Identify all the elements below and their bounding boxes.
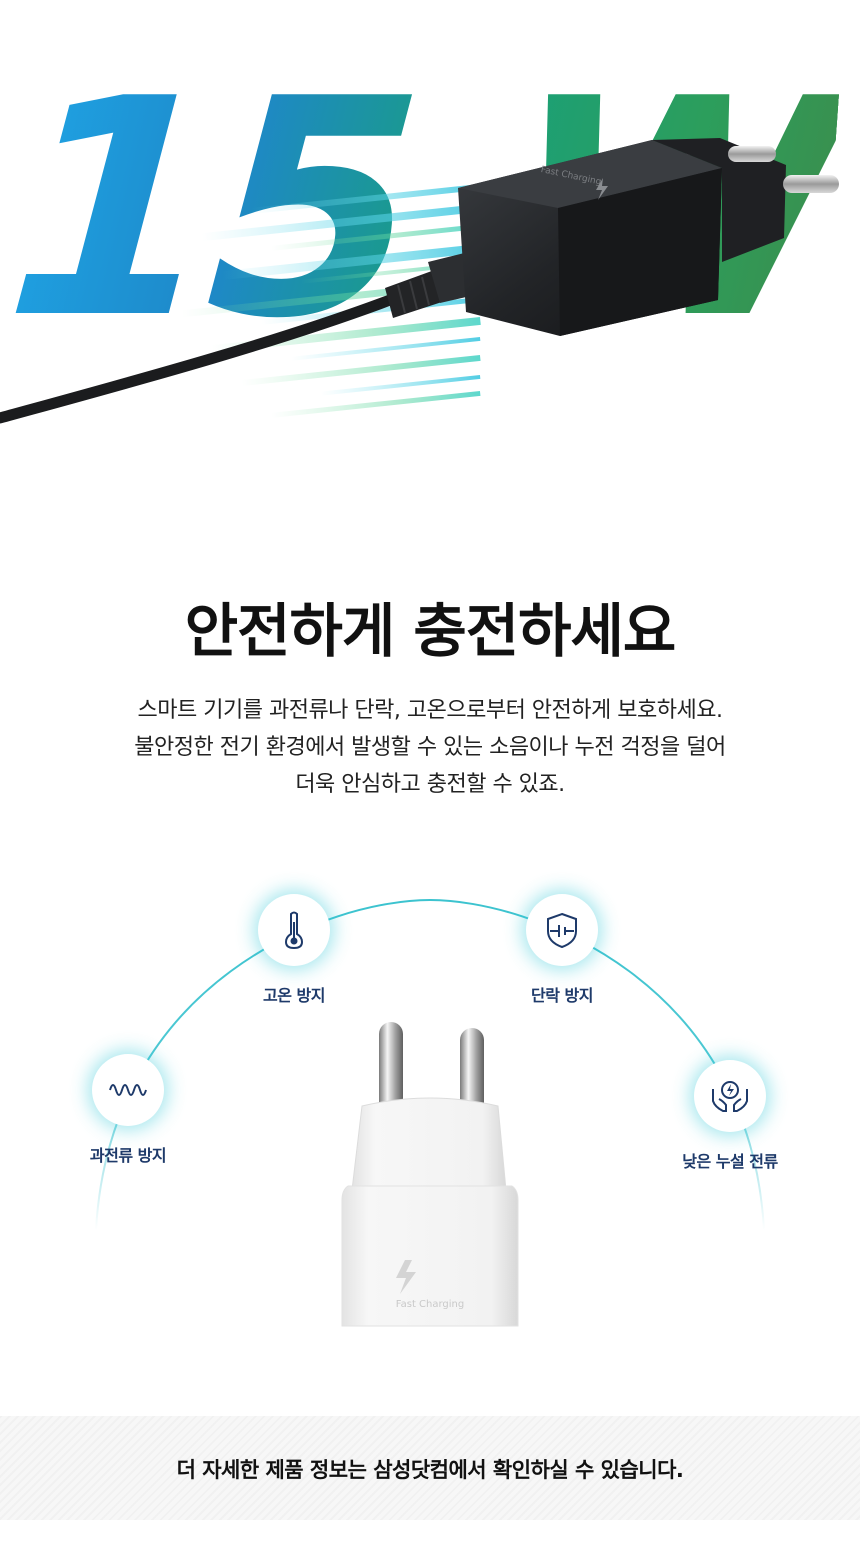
- feature-low-leakage-current: 낮은 누설 전류: [650, 1060, 810, 1172]
- black-charger-with-cable: Fast Charging: [0, 138, 839, 424]
- icon-circle: [258, 894, 330, 966]
- feature-overcurrent: 과전류 방지: [48, 1054, 208, 1166]
- bolt-icon: [396, 1260, 416, 1294]
- description-line: 스마트 기기를 과전류나 단락, 고온으로부터 안전하게 보호하세요.: [137, 698, 723, 723]
- hero-banner: 15 W: [0, 0, 860, 470]
- icon-circle: [526, 894, 598, 966]
- footer-banner: 더 자세한 제품 정보는 삼성닷컴에서 확인하실 수 있습니다.: [0, 1416, 860, 1520]
- feature-label: 고온 방지: [263, 986, 325, 1005]
- feature-label: 낮은 누설 전류: [682, 1152, 778, 1171]
- icon-circle: [694, 1060, 766, 1132]
- icon-circle: [92, 1054, 164, 1126]
- feature-label: 과전류 방지: [89, 1146, 167, 1165]
- section-headline: 안전하게 충전하세요: [184, 597, 676, 665]
- feature-label: 단락 방지: [531, 986, 593, 1005]
- description-line: 더욱 안심하고 충전할 수 있죠.: [295, 772, 565, 797]
- feature-short-circuit: 단락 방지: [482, 894, 642, 1006]
- description-line: 불안정한 전기 환경에서 발생할 수 있는 소음이나 누전 걱정을 덜어: [134, 735, 726, 760]
- feature-arc: [95, 898, 765, 1231]
- thermometer-icon: [284, 911, 304, 950]
- charger-print-text: Fast Charging: [396, 1299, 464, 1310]
- feature-high-temperature: 고온 방지: [214, 894, 374, 1006]
- section-description: 스마트 기기를 과전류나 단락, 고온으로부터 안전하게 보호하세요. 불안정한…: [0, 692, 860, 803]
- hands-bolt-icon: [712, 1081, 748, 1112]
- bolt-icon: [596, 178, 608, 200]
- safety-feature-diagram: Fast Charging 과전류 방지 고온 방지: [0, 860, 860, 1340]
- cable-strain-relief: [385, 268, 448, 318]
- footer-notice: 더 자세한 제품 정보는 삼성닷컴에서 확인하실 수 있습니다.: [176, 1458, 684, 1482]
- wave-icon: [109, 1084, 147, 1096]
- white-charger: Fast Charging: [341, 1022, 519, 1327]
- shield-icon: [547, 912, 577, 949]
